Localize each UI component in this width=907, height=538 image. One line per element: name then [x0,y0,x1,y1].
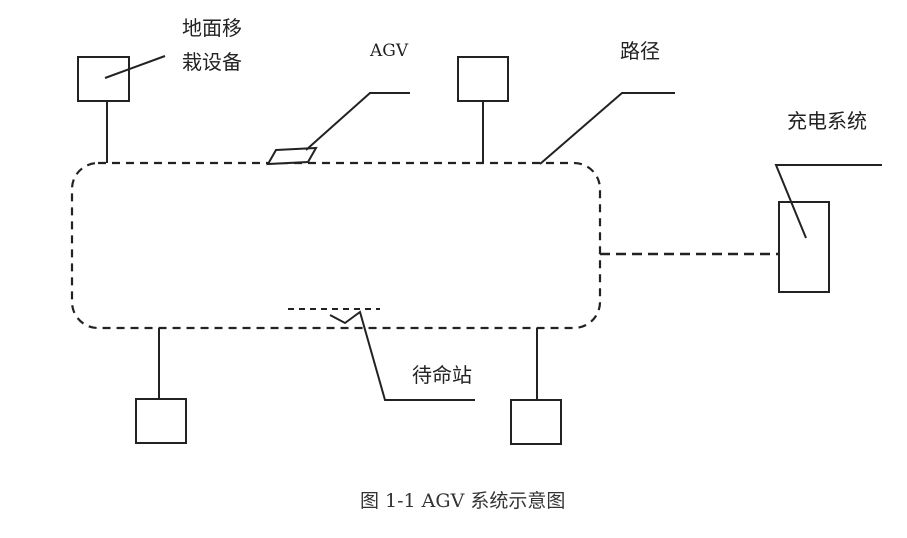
transfer-equipment-leader-line [104,55,166,79]
agv-leader-line [305,92,410,151]
transfer-equipment-label-line2: 栽设备 [182,50,242,74]
equipment-box-top-right [457,56,509,102]
charging-leader-line [774,164,882,239]
figure-caption: 图 1-1 AGV 系统示意图 [360,490,566,512]
agv-vehicle [266,146,318,166]
equipment-box-bottom-right [510,399,562,445]
agv-label: AGV [370,41,409,61]
path-label: 路径 [620,39,660,63]
charging-system-box [778,201,830,293]
transfer-equipment-box-top-left [77,56,130,102]
path-loop [70,161,602,330]
charging-system-label: 充电系统 [787,109,867,133]
path-leader-line [539,92,675,165]
equipment-box-bottom-left [135,398,187,444]
standby-station-label: 待命站 [412,363,472,387]
standby-leader-line [329,310,475,401]
transfer-equipment-label-line1: 地面移 [182,16,242,40]
